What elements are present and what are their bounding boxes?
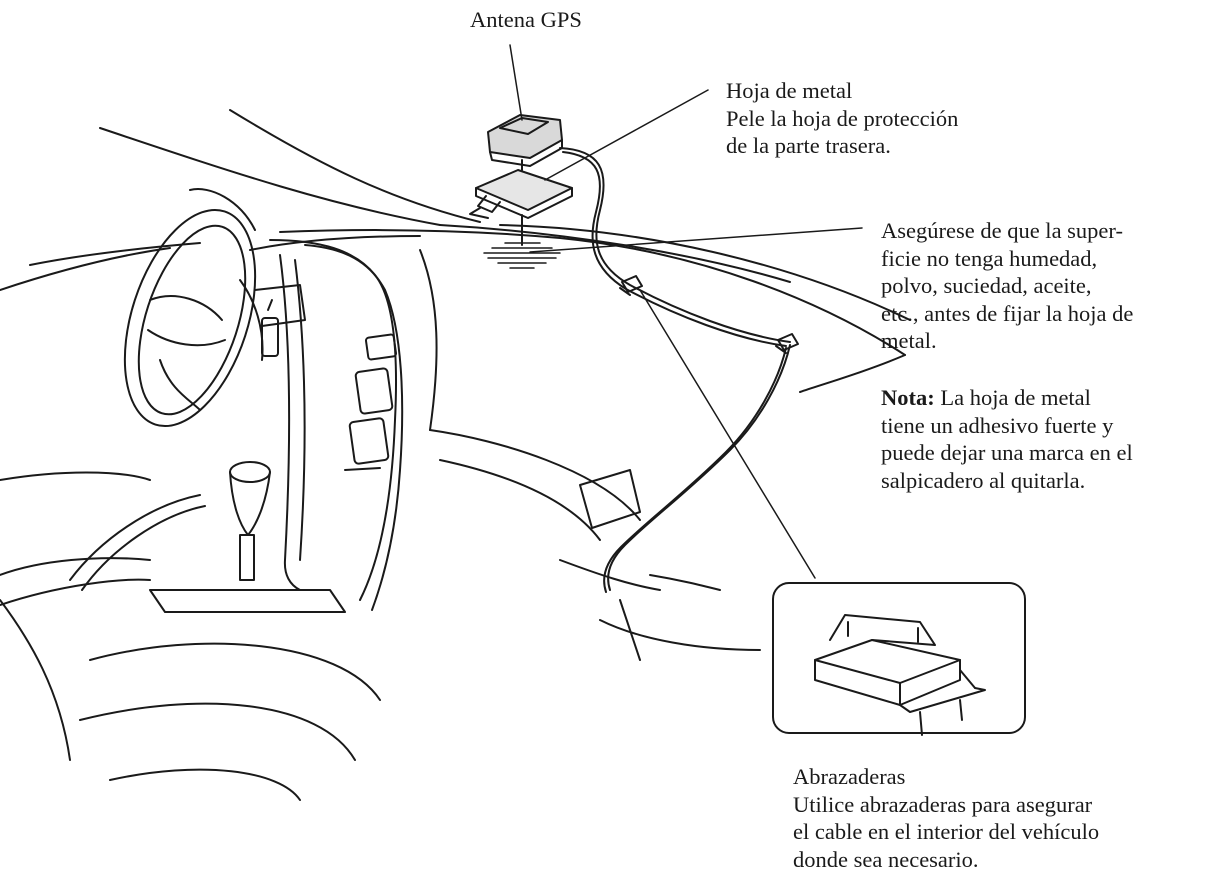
- gps-antenna-label: Antena GPS: [470, 7, 582, 32]
- metal-sheet-drawing: [469, 169, 573, 219]
- antenna-cable: [559, 147, 791, 593]
- clamps-title: Abrazaderas: [793, 764, 906, 789]
- center-console: [269, 239, 404, 611]
- steering-wheel: [123, 188, 264, 428]
- windshield-outline: [99, 109, 911, 321]
- cable-clamp-1: [619, 275, 643, 296]
- clamp-detail-inset: [772, 582, 1026, 736]
- mounting-surface: [483, 242, 561, 269]
- gear-shift: [149, 461, 346, 613]
- metal-sheet-instruction-1: Pele la hoja de protección: [726, 105, 959, 131]
- metal-sheet-label: Hoja de metal Pele la hoja de protección…: [726, 77, 958, 160]
- leader-lines: [509, 44, 863, 579]
- note-text: Nota: La hoja de metal tiene un adhesivo…: [881, 385, 1133, 493]
- driver-seat: [0, 471, 381, 801]
- metal-sheet-instruction-2: de la parte trasera.: [726, 133, 891, 158]
- cable-clamp-2: [775, 333, 799, 354]
- dashboard-top: [0, 229, 906, 393]
- gps-antenna-drawing: [487, 114, 563, 167]
- note-heading: Nota:: [881, 385, 935, 410]
- clamps-label: Abrazaderas Utilice abrazaderas para ase…: [793, 764, 1100, 872]
- steering-column: [254, 284, 306, 357]
- metal-sheet-title: Hoja de metal: [726, 78, 853, 103]
- surface-instruction: Asegúrese de que la super- ficie no teng…: [881, 218, 1134, 353]
- passenger-dash: [419, 249, 761, 661]
